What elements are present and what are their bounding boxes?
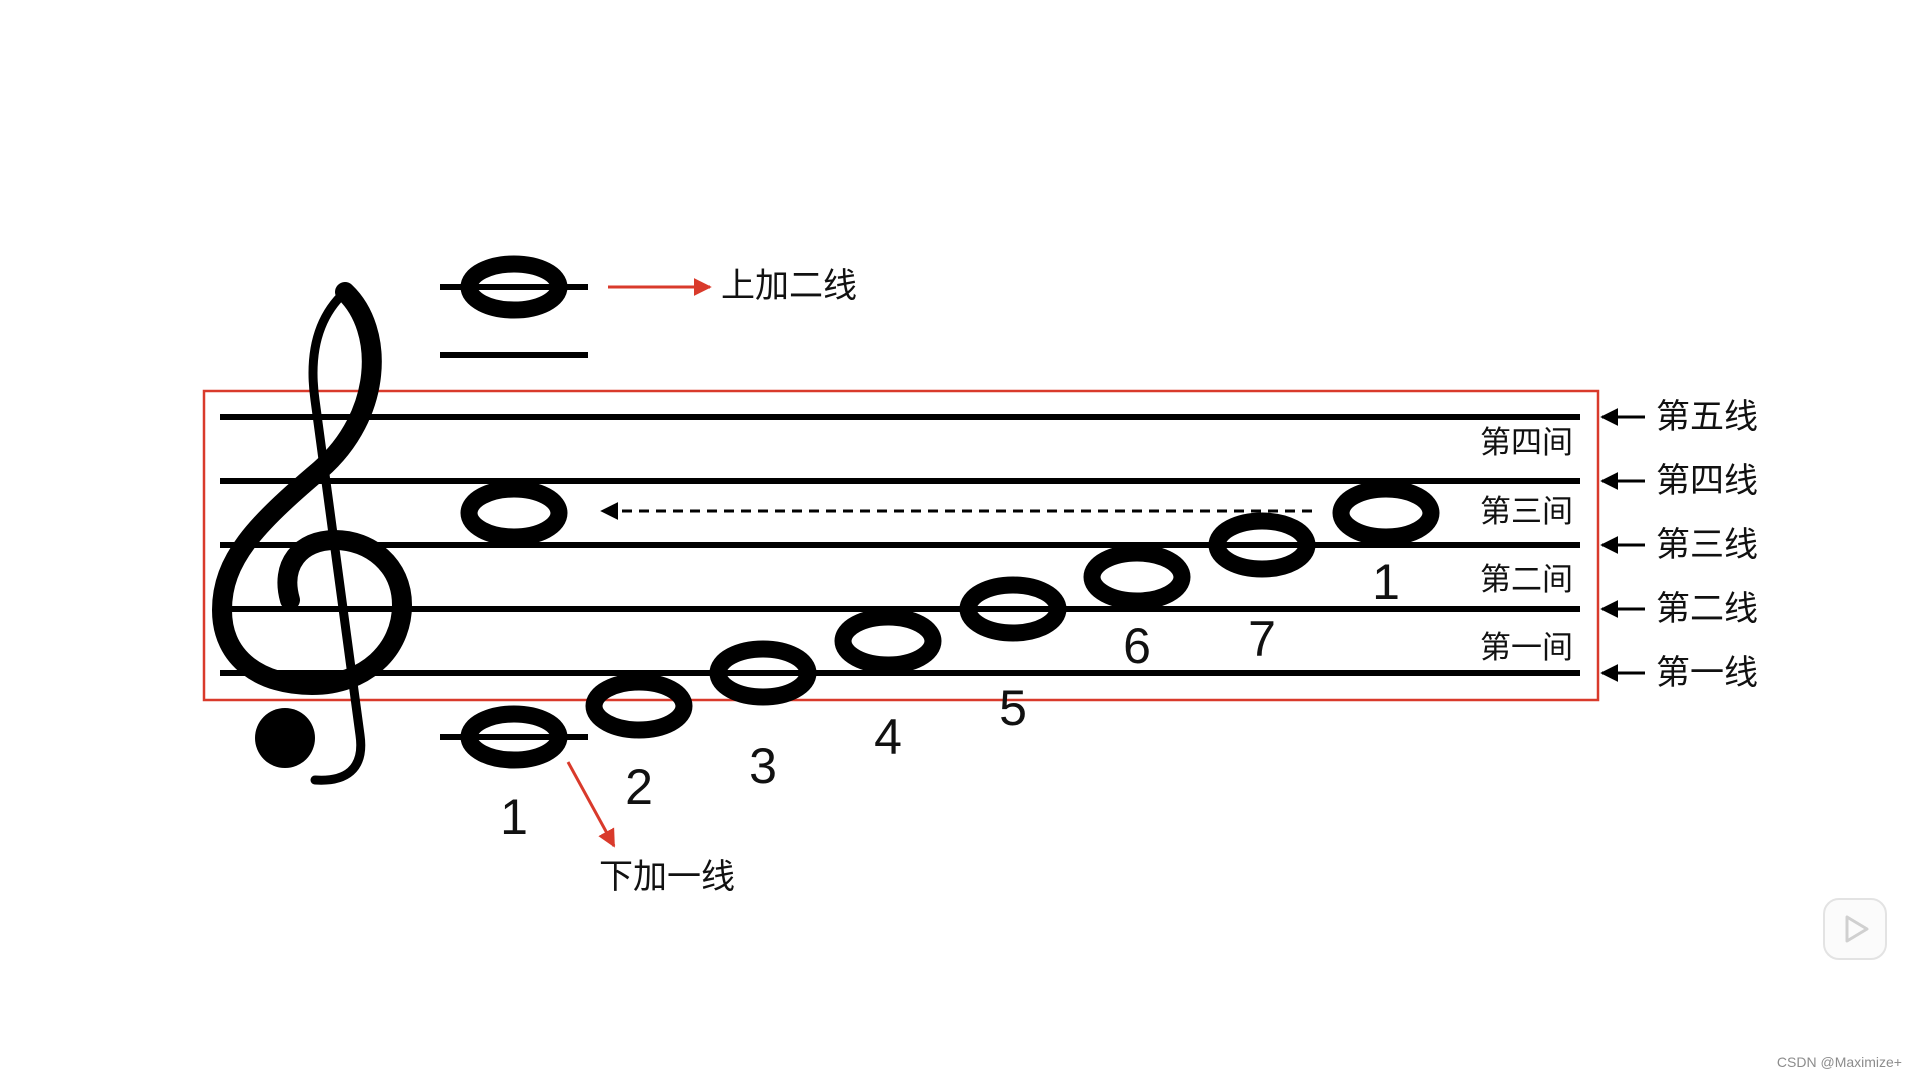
watermark: CSDN @Maximize+ [1776,1054,1902,1070]
ledger-above-label: 上加二线 [721,266,857,306]
red-arrow-below [566,761,616,848]
line-label-2: 第二线 [1656,589,1758,629]
line-label-5: 第五线 [1656,397,1758,437]
line-label-4: 第四线 [1656,461,1758,501]
ledger-below-label: 下加一线 [599,857,735,897]
note-1-low [460,705,568,769]
notes [460,255,1440,769]
note-3 [709,640,817,706]
staff-highlight-box [202,389,1600,702]
note-7 [1208,512,1316,578]
note-number-4: 4 [874,709,902,765]
note-number-6: 6 [1123,618,1151,674]
treble-clef-icon [211,282,413,785]
staff-lines [220,414,1580,676]
line-label-1: 第一线 [1656,653,1758,693]
space-label-3: 第三间 [1480,494,1573,530]
note-6 [1083,544,1191,610]
note-4 [834,608,942,674]
note-number-7: 7 [1248,611,1276,667]
line-label-3: 第三线 [1656,525,1758,565]
line-label-arrows [1600,408,1645,682]
note-above-ledger [460,255,568,319]
space-label-1: 第一间 [1480,630,1573,666]
note-number-1-high: 1 [1372,554,1400,610]
note-1-high [1332,480,1440,546]
space-label-2: 第二间 [1480,562,1573,598]
note-space-4 [460,480,568,546]
space-label-4: 第四间 [1480,425,1573,461]
note-number-5: 5 [999,680,1027,736]
note-number-3: 3 [749,738,777,794]
note-2 [585,673,693,739]
note-number-2: 2 [625,759,653,815]
play-button[interactable] [1823,898,1887,960]
note-5 [959,576,1067,642]
note-number-1-low: 1 [500,789,528,845]
play-icon [1845,915,1869,943]
